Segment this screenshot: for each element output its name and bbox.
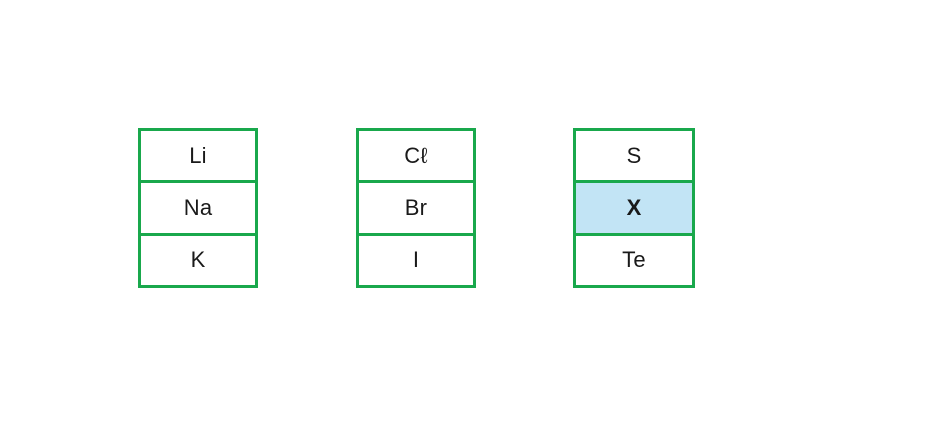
element-symbol: S — [626, 142, 642, 168]
element-symbol: K — [190, 247, 206, 273]
element-symbol: Br — [404, 194, 428, 220]
element-symbol: Cℓ — [404, 142, 428, 168]
element-symbol: Li — [189, 142, 207, 168]
element-cell-highlighted[interactable]: X — [576, 183, 692, 236]
element-cell[interactable]: Na — [141, 183, 255, 236]
element-cell[interactable]: S — [576, 131, 692, 184]
element-symbol: Te — [622, 247, 646, 273]
element-cell[interactable]: K — [141, 235, 255, 285]
element-symbol: Na — [183, 194, 213, 220]
element-cell[interactable]: Li — [141, 131, 255, 184]
element-symbol: X — [626, 194, 642, 220]
element-cell[interactable]: Br — [359, 183, 473, 236]
element-cell[interactable]: Cℓ — [359, 131, 473, 184]
element-symbol: I — [412, 247, 420, 273]
element-cell[interactable]: Te — [576, 235, 692, 285]
element-cell[interactable]: I — [359, 235, 473, 285]
